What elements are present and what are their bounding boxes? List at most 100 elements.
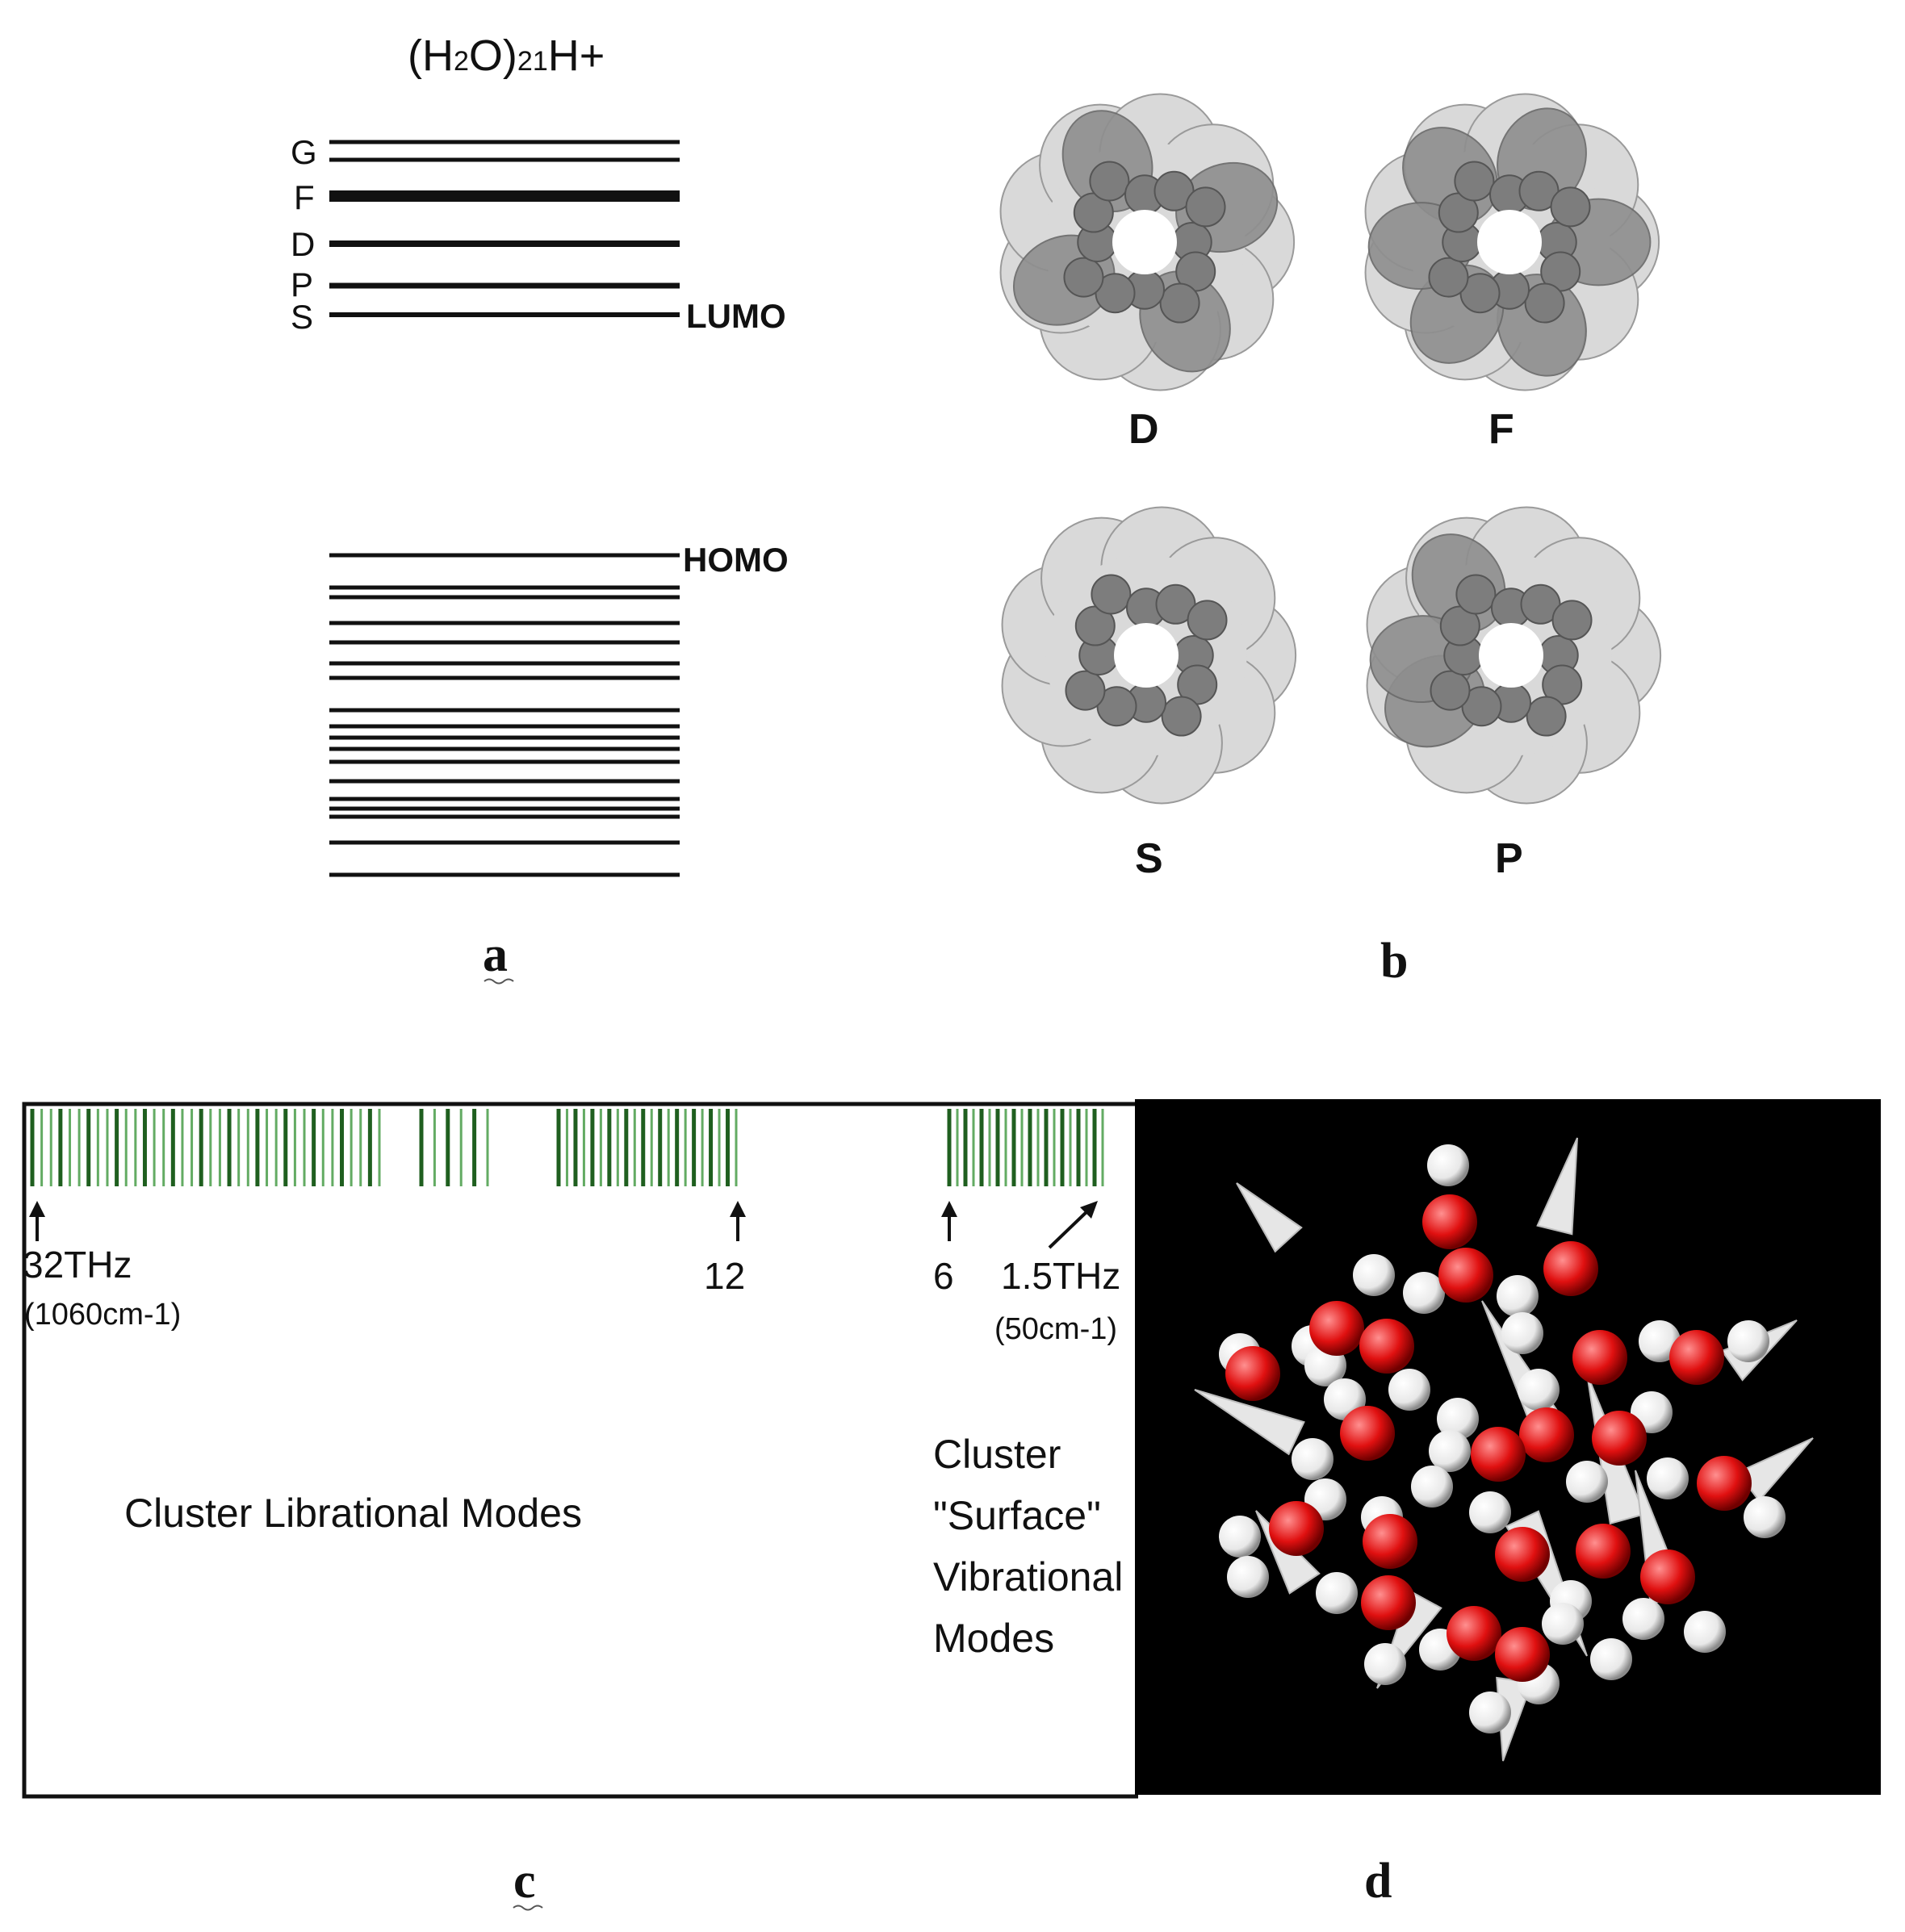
inner-water-blob bbox=[1526, 696, 1567, 737]
orbital-label-f: F bbox=[1488, 406, 1514, 453]
oxygen-atom bbox=[1269, 1501, 1324, 1556]
hydrogen-atom bbox=[1542, 1603, 1584, 1645]
cluster-cavity bbox=[1479, 623, 1543, 688]
hydrogen-atom bbox=[1727, 1320, 1769, 1362]
hydrogen-atom bbox=[1429, 1430, 1471, 1472]
orbital-label-p: P bbox=[1495, 835, 1523, 882]
marker-label-6: 6 bbox=[933, 1255, 954, 1297]
panel-c: 32THz (1060cm-1) 12 6 1.5THz (50cm-1) Cl… bbox=[0, 1081, 1138, 1932]
oxygen-atom bbox=[1543, 1241, 1598, 1296]
level-label-g: G bbox=[291, 133, 317, 171]
cluster-cavity bbox=[1112, 210, 1177, 274]
level-label-s: S bbox=[291, 298, 314, 336]
oxygen-atom bbox=[1361, 1575, 1416, 1630]
surface-modes-label: Cluster "Surface" Vibrational Modes bbox=[933, 1424, 1123, 1669]
oxygen-atom bbox=[1359, 1319, 1414, 1374]
cluster-cavity bbox=[1114, 623, 1179, 688]
formula-part: O) bbox=[468, 31, 517, 80]
inner-water-blob bbox=[1430, 670, 1471, 711]
marker-label-32thz: 32THz bbox=[23, 1244, 132, 1286]
oxygen-atom bbox=[1471, 1427, 1526, 1482]
orbital-s-isosurface bbox=[1001, 506, 1297, 805]
hydrogen-atom bbox=[1292, 1438, 1334, 1480]
oxygen-atom bbox=[1519, 1407, 1574, 1462]
hydrogen-atom bbox=[1501, 1312, 1543, 1354]
marker-arrow-head bbox=[941, 1201, 957, 1217]
inner-water-blob bbox=[1159, 282, 1200, 324]
homo-label: HOMO bbox=[683, 541, 789, 579]
inner-water-blob bbox=[1524, 282, 1565, 324]
oxygen-atom bbox=[1340, 1406, 1395, 1461]
hydrogen-atom bbox=[1518, 1369, 1560, 1411]
hydrogen-atom bbox=[1469, 1692, 1511, 1733]
letter-a-underline bbox=[484, 978, 514, 985]
panel-b: D F S P b bbox=[928, 0, 1905, 1017]
vibrational-spectrum bbox=[22, 1102, 1138, 1799]
displacement-cone bbox=[1194, 1389, 1305, 1456]
marker-arrow-head bbox=[1080, 1201, 1098, 1219]
cluster-cavity bbox=[1477, 210, 1542, 274]
displacement-cone bbox=[1236, 1182, 1303, 1253]
hydrogen-atom bbox=[1316, 1572, 1358, 1614]
marker-arrow-shaft bbox=[1048, 1207, 1091, 1249]
formula-subscript: 2 bbox=[453, 46, 469, 77]
marker-arrow-head bbox=[730, 1201, 746, 1217]
hydrogen-atom bbox=[1744, 1496, 1786, 1538]
inner-water-blob bbox=[1428, 257, 1469, 298]
oxygen-atom bbox=[1576, 1524, 1631, 1579]
hydrogen-atom bbox=[1647, 1457, 1689, 1499]
orbital-f-isosurface bbox=[1364, 93, 1660, 391]
oxygen-atom bbox=[1495, 1627, 1550, 1682]
hydrogen-atom bbox=[1388, 1369, 1430, 1411]
marker-sub-1-5thz: (50cm-1) bbox=[994, 1312, 1118, 1346]
inner-water-blob bbox=[1065, 670, 1106, 711]
orbital-d-isosurface bbox=[999, 93, 1296, 391]
oxygen-atom bbox=[1697, 1456, 1752, 1511]
marker-label-12: 12 bbox=[704, 1255, 746, 1297]
surface-label-line: Modes bbox=[933, 1616, 1055, 1661]
inner-water-blob bbox=[1187, 600, 1228, 641]
lumo-label: LUMO bbox=[686, 297, 786, 335]
displacement-cone bbox=[1536, 1137, 1578, 1236]
hydrogen-atom bbox=[1590, 1638, 1632, 1680]
oxygen-atom bbox=[1225, 1346, 1280, 1401]
oxygen-atom bbox=[1572, 1330, 1627, 1385]
hydrogen-atom bbox=[1684, 1611, 1726, 1653]
spectrum-frame bbox=[22, 1102, 1138, 1799]
librational-modes-label: Cluster Librational Modes bbox=[124, 1491, 582, 1536]
oxygen-atom bbox=[1309, 1301, 1364, 1356]
hydrogen-atom bbox=[1622, 1598, 1664, 1640]
surface-label-line: "Surface" bbox=[933, 1493, 1101, 1538]
formula-part: (H bbox=[408, 31, 454, 80]
panel-a: (H2O)21H+ G F D P S LUMO HOMO a bbox=[0, 0, 928, 1017]
panel-letter-c: c bbox=[513, 1854, 536, 1909]
panel-letter-d: d bbox=[1364, 1854, 1392, 1909]
oxygen-atom bbox=[1438, 1248, 1493, 1303]
formula-subscript: 21 bbox=[517, 46, 548, 77]
level-label-d: D bbox=[291, 225, 316, 263]
hydrogen-atom bbox=[1497, 1275, 1539, 1317]
oxygen-atom bbox=[1592, 1411, 1647, 1466]
orbital-label-d: D bbox=[1128, 406, 1159, 453]
cluster-formula-title: (H2O)21H+ bbox=[408, 31, 605, 81]
panel-d bbox=[1135, 1099, 1881, 1795]
orbital-isosurfaces bbox=[999, 93, 1662, 805]
hydrogen-atom bbox=[1411, 1466, 1453, 1508]
inner-water-blob bbox=[1454, 161, 1495, 202]
hydrogen-atom bbox=[1566, 1461, 1608, 1503]
hydrogen-atom bbox=[1219, 1516, 1261, 1558]
hydrogen-atom bbox=[1437, 1398, 1479, 1440]
hydrogen-atom bbox=[1364, 1643, 1406, 1685]
hydrogen-atom bbox=[1469, 1491, 1511, 1533]
orbital-label-s: S bbox=[1135, 835, 1163, 882]
water-cluster-molecule bbox=[1135, 1099, 1881, 1795]
marker-sub-32thz: (1060cm-1) bbox=[24, 1298, 182, 1332]
inner-water-blob bbox=[1455, 574, 1497, 615]
panel-letter-b: b bbox=[1380, 934, 1409, 989]
hydrogen-atom bbox=[1427, 1144, 1469, 1186]
surface-label-line: Cluster bbox=[933, 1432, 1061, 1477]
oxygen-atom bbox=[1363, 1514, 1417, 1569]
inner-water-blob bbox=[1550, 186, 1591, 228]
inner-water-blob bbox=[1161, 696, 1202, 737]
oxygen-atom bbox=[1422, 1194, 1477, 1249]
